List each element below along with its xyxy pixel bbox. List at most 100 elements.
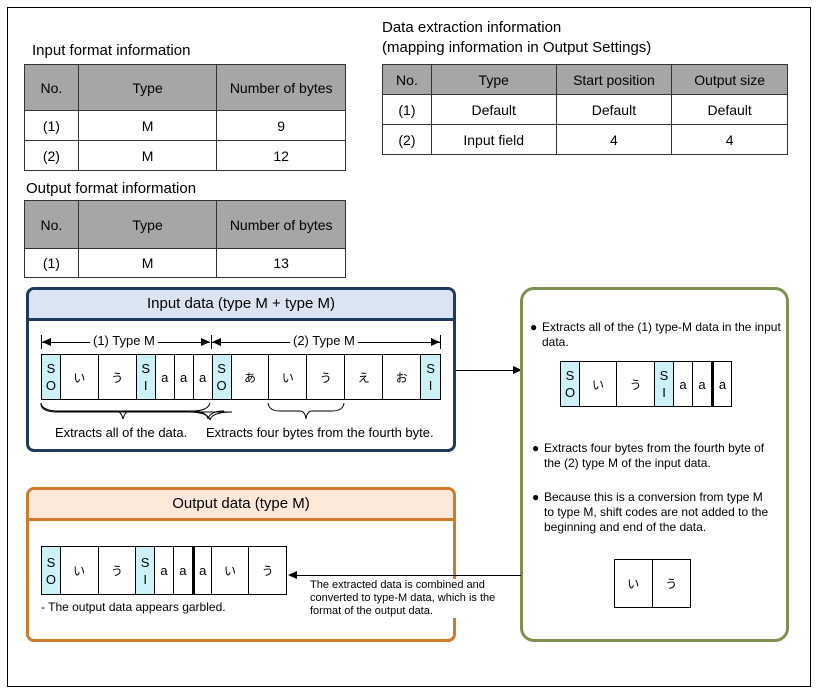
cell-char: I — [143, 378, 148, 393]
byte-cell: a — [712, 362, 731, 406]
brace-1-icon — [40, 403, 233, 421]
arrow-right-icon — [431, 338, 440, 346]
caption-extract-four: Extracts four bytes from the fourth byte… — [206, 425, 434, 440]
cell-char: S — [140, 554, 150, 570]
cell-char: い — [73, 564, 86, 578]
arrow-left-icon — [212, 338, 221, 346]
byte-cell: a — [174, 547, 193, 594]
byte-cell: a — [175, 355, 194, 399]
cell-char: う — [629, 377, 642, 392]
cell-type: Default — [430, 94, 557, 125]
byte-cell: い — [269, 355, 308, 399]
cell-char: I — [143, 571, 147, 587]
cell-char: S — [46, 361, 56, 376]
cell-no: (2) — [382, 124, 432, 155]
cell-bytes: 12 — [216, 140, 346, 171]
combine-note: The extracted data is combined and conve… — [310, 579, 510, 618]
bullet-extract-all: ● Extracts all of the (1) type-M data in… — [530, 320, 782, 350]
connector-line — [296, 575, 521, 576]
byte-cell: a — [156, 355, 175, 399]
byte-cell: a — [194, 355, 213, 399]
header-bytes: Number of bytes — [216, 64, 346, 111]
span1-label: (1) Type M — [90, 333, 158, 348]
extraction-title-line1: Data extraction information — [382, 19, 562, 36]
cell-char: a — [698, 376, 706, 392]
input-format-table: No. Type Number of bytes (1) M 9 (2) M 1… — [24, 64, 346, 171]
bullet-text: Extracts all of the (1) type-M data in t… — [542, 320, 781, 349]
cell-char: い — [627, 577, 640, 591]
cell-type: M — [77, 248, 218, 278]
byte-cell: a — [693, 362, 712, 406]
byte-cell: a — [155, 547, 174, 594]
byte-cell: い — [61, 547, 99, 594]
header-no: No. — [382, 64, 432, 95]
cell-char: S — [217, 361, 226, 376]
bullet-icon: ● — [530, 320, 538, 334]
header-no: No. — [24, 200, 79, 249]
cell-char: う — [111, 370, 124, 385]
cell-char: う — [110, 564, 123, 578]
cell-char: O — [45, 378, 57, 393]
cell-char: O — [564, 385, 576, 400]
output-format-table: No. Type Number of bytes (1) M 13 — [24, 200, 346, 278]
header-type: Type — [77, 64, 218, 111]
extraction-table: No. Type Start position Output size (1) … — [382, 64, 788, 155]
bullet-extract-four: ● Extracts four bytes from the fourth by… — [532, 441, 776, 471]
table-header-row: No. Type Start position Output size — [382, 64, 788, 95]
cell-char: O — [216, 378, 227, 393]
cell-bytes: 13 — [216, 248, 346, 278]
cell-char: う — [319, 370, 332, 385]
cell-no: (2) — [24, 140, 79, 171]
cell-char: い — [223, 564, 236, 578]
cell-char: S — [141, 361, 151, 376]
table-row: (2) M 12 — [24, 140, 346, 171]
cell-char: a — [179, 563, 187, 578]
byte-cell: う — [99, 355, 137, 399]
byte-cell: a — [192, 547, 212, 594]
arrow-left-icon — [288, 571, 297, 579]
byte-cell: う — [307, 355, 346, 399]
cell-type: M — [77, 140, 218, 171]
brace-all-data-icon — [40, 402, 211, 420]
cell-char: a — [180, 369, 188, 385]
cell-char: え — [357, 370, 370, 385]
cell-char: I — [428, 378, 433, 393]
header-start-position: Start position — [555, 64, 673, 95]
byte-cell: う — [653, 560, 691, 607]
span-tick — [41, 335, 42, 349]
cell-char: い — [281, 370, 294, 385]
byte-cell: え — [345, 355, 384, 399]
cell-char: い — [591, 377, 604, 392]
cell-char: S — [659, 368, 669, 383]
byte-cell: あ — [232, 355, 270, 399]
cell-no: (1) — [24, 248, 79, 278]
caption-extract-all: Extracts all of the data. — [55, 425, 188, 440]
cell-char: う — [665, 577, 678, 591]
cell-char: a — [198, 369, 207, 385]
arrow-left-icon — [42, 338, 51, 346]
byte-cell: う — [249, 547, 286, 594]
table-header-row: No. Type Number of bytes — [24, 64, 346, 111]
input-format-title: Input format information — [32, 42, 191, 59]
cell-start: Default — [555, 94, 673, 125]
cell-char: S — [426, 361, 435, 376]
input-data-title: Input data (type M + type M) — [29, 290, 453, 321]
cell-char: い — [73, 370, 86, 385]
header-type: Type — [430, 64, 557, 95]
table-row: (1) Default Default Default — [382, 94, 788, 125]
table-row: (1) M 9 — [24, 110, 346, 141]
cell-no: (1) — [382, 94, 432, 125]
header-no: No. — [24, 64, 79, 111]
table-row: (2) Input field 4 4 — [382, 124, 788, 155]
table-header-row: No. Type Number of bytes — [24, 200, 346, 249]
cell-type: Input field — [430, 124, 557, 155]
cell-char: a — [679, 376, 687, 392]
span-tick — [211, 335, 212, 349]
byte-cell: い — [580, 362, 617, 406]
cell-char: あ — [243, 370, 256, 385]
